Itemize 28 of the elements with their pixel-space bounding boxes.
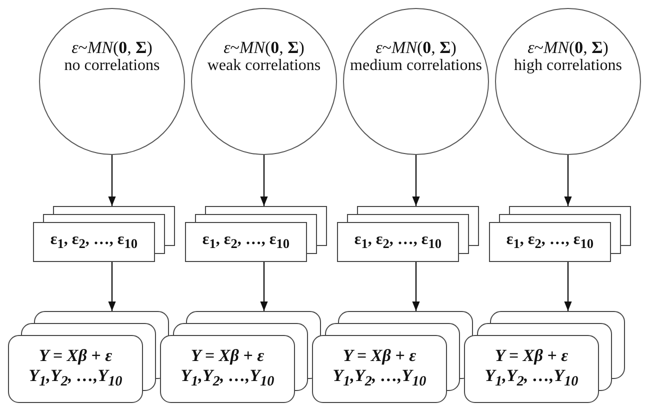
formula-text: Y = Xβ + ε [494,346,568,366]
arrow [564,262,572,311]
formula-text: ε$_{1}$, ε$_{2}$, …, ε$_{10}$ [506,230,594,254]
formula-text: ε$_{1}$, ε$_{2}$, …, ε$_{10}$ [202,230,290,254]
arrow [412,262,420,311]
formula-text: Y$_{1}$,Y$_{2}$, …,Y$_{10}$ [28,366,122,392]
correlation-label: medium correlations [350,57,482,74]
formula-text: ε$_{1}$, ε$_{2}$, …, ε$_{10}$ [354,230,442,254]
arrow [564,155,572,206]
formula-text: Y$_{1}$,Y$_{2}$, …,Y$_{10}$ [180,366,274,392]
distribution-formula: ε~MN(0, Σ) [376,39,456,56]
arrow [412,155,420,206]
formula-text: Y = Xβ + ε [190,346,264,366]
distribution-formula: ε~MN(0, Σ) [224,39,304,56]
correlation-label: high correlations [514,57,622,74]
arrow [108,262,116,311]
arrow [260,155,268,206]
arrow [260,262,268,311]
formula-text: Y$_{1}$,Y$_{2}$, …,Y$_{10}$ [484,366,578,392]
arrow [108,155,116,206]
formula-text: ε$_{1}$, ε$_{2}$, …, ε$_{10}$ [50,230,138,254]
formula-text: Y = Xβ + ε [342,346,416,366]
correlation-label: weak correlations [207,57,321,74]
correlation-label: no correlations [64,57,160,74]
formula-text: Y = Xβ + ε [38,346,112,366]
distribution-formula: ε~MN(0, Σ) [72,39,152,56]
formula-text: Y$_{1}$,Y$_{2}$, …,Y$_{10}$ [332,366,426,392]
distribution-formula: ε~MN(0, Σ) [528,39,608,56]
